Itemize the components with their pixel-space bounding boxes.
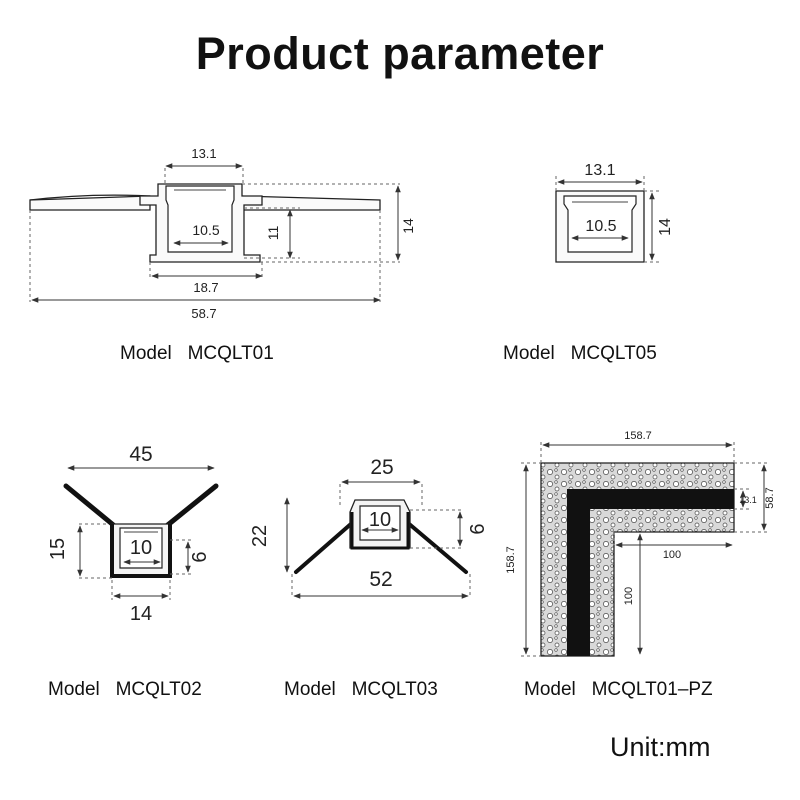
dim-mcqlt02-bottom: 14 bbox=[130, 603, 152, 625]
dim-mcqlt01-total: 58.7 bbox=[191, 306, 216, 321]
dim-mcqlt03-inner: 10 bbox=[369, 509, 391, 531]
caption-mcqlt01: Model MCQLT01 bbox=[120, 343, 274, 365]
dim-pz-slot: 13.1 bbox=[739, 495, 757, 505]
dim-pz-arm-h: 100 bbox=[663, 549, 681, 561]
dim-mcqlt05-height: 14 bbox=[657, 218, 674, 236]
dim-mcqlt03-depth: 6 bbox=[467, 523, 489, 534]
dim-pz-thick: 58.7 bbox=[764, 487, 776, 508]
dim-mcqlt01-bottom: 18.7 bbox=[193, 280, 218, 295]
caption-mcqlt02: Model MCQLT02 bbox=[48, 679, 202, 701]
caption-model: MCQLT05 bbox=[570, 343, 657, 364]
caption-label: Model bbox=[48, 679, 100, 700]
dim-mcqlt02-top: 45 bbox=[129, 443, 152, 466]
caption-label: Model bbox=[284, 679, 336, 700]
caption-model: MCQLT01 bbox=[187, 343, 274, 364]
caption-model: MCQLT03 bbox=[351, 679, 438, 700]
dim-mcqlt01-depth: 11 bbox=[265, 226, 281, 241]
dim-mcqlt03-bottom: 52 bbox=[369, 568, 392, 591]
diagram-mcqlt05: 13.1 10.5 14 bbox=[555, 162, 674, 263]
dim-mcqlt03-top: 25 bbox=[370, 456, 393, 479]
diagram-mcqlt02: 45 15 10 6 14 bbox=[47, 443, 219, 625]
caption-model: MCQLT02 bbox=[115, 679, 202, 700]
dim-pz-height: 158.7 bbox=[505, 546, 517, 574]
caption-mcqlt05: Model MCQLT05 bbox=[503, 343, 657, 365]
dim-mcqlt02-inner: 10 bbox=[130, 537, 152, 559]
dim-mcqlt03-height: 22 bbox=[249, 525, 271, 547]
caption-model: MCQLT01–PZ bbox=[591, 679, 713, 700]
page-title: Product parameter bbox=[195, 28, 605, 79]
dim-mcqlt05-inner: 10.5 bbox=[585, 218, 616, 235]
dim-mcqlt02-height: 15 bbox=[47, 538, 69, 560]
caption-mcqlt03: Model MCQLT03 bbox=[284, 679, 438, 701]
caption-label: Model bbox=[524, 679, 576, 700]
diagram-mcqlt03: 25 22 10 6 52 bbox=[249, 456, 489, 599]
caption-label: Model bbox=[120, 343, 172, 364]
caption-label: Model bbox=[503, 343, 555, 364]
dim-mcqlt01-top: 13.1 bbox=[191, 146, 216, 161]
dim-pz-width: 158.7 bbox=[624, 430, 652, 442]
diagram-mcqlt01: 13.1 10.5 11 14 18.7 58.7 bbox=[29, 146, 416, 321]
dim-mcqlt01-inner: 10.5 bbox=[192, 222, 219, 238]
dim-mcqlt05-top: 13.1 bbox=[584, 162, 615, 179]
caption-mcqlt01-pz: Model MCQLT01–PZ bbox=[524, 679, 713, 701]
dim-mcqlt02-depth: 6 bbox=[189, 551, 211, 562]
dim-pz-arm-v: 100 bbox=[623, 587, 635, 605]
dim-mcqlt01-height: 14 bbox=[400, 218, 416, 234]
diagram-mcqlt01-pz: 158.7 158.7 58.7 13.1 100 100 bbox=[505, 430, 776, 657]
unit-label: Unit:mm bbox=[610, 732, 711, 762]
